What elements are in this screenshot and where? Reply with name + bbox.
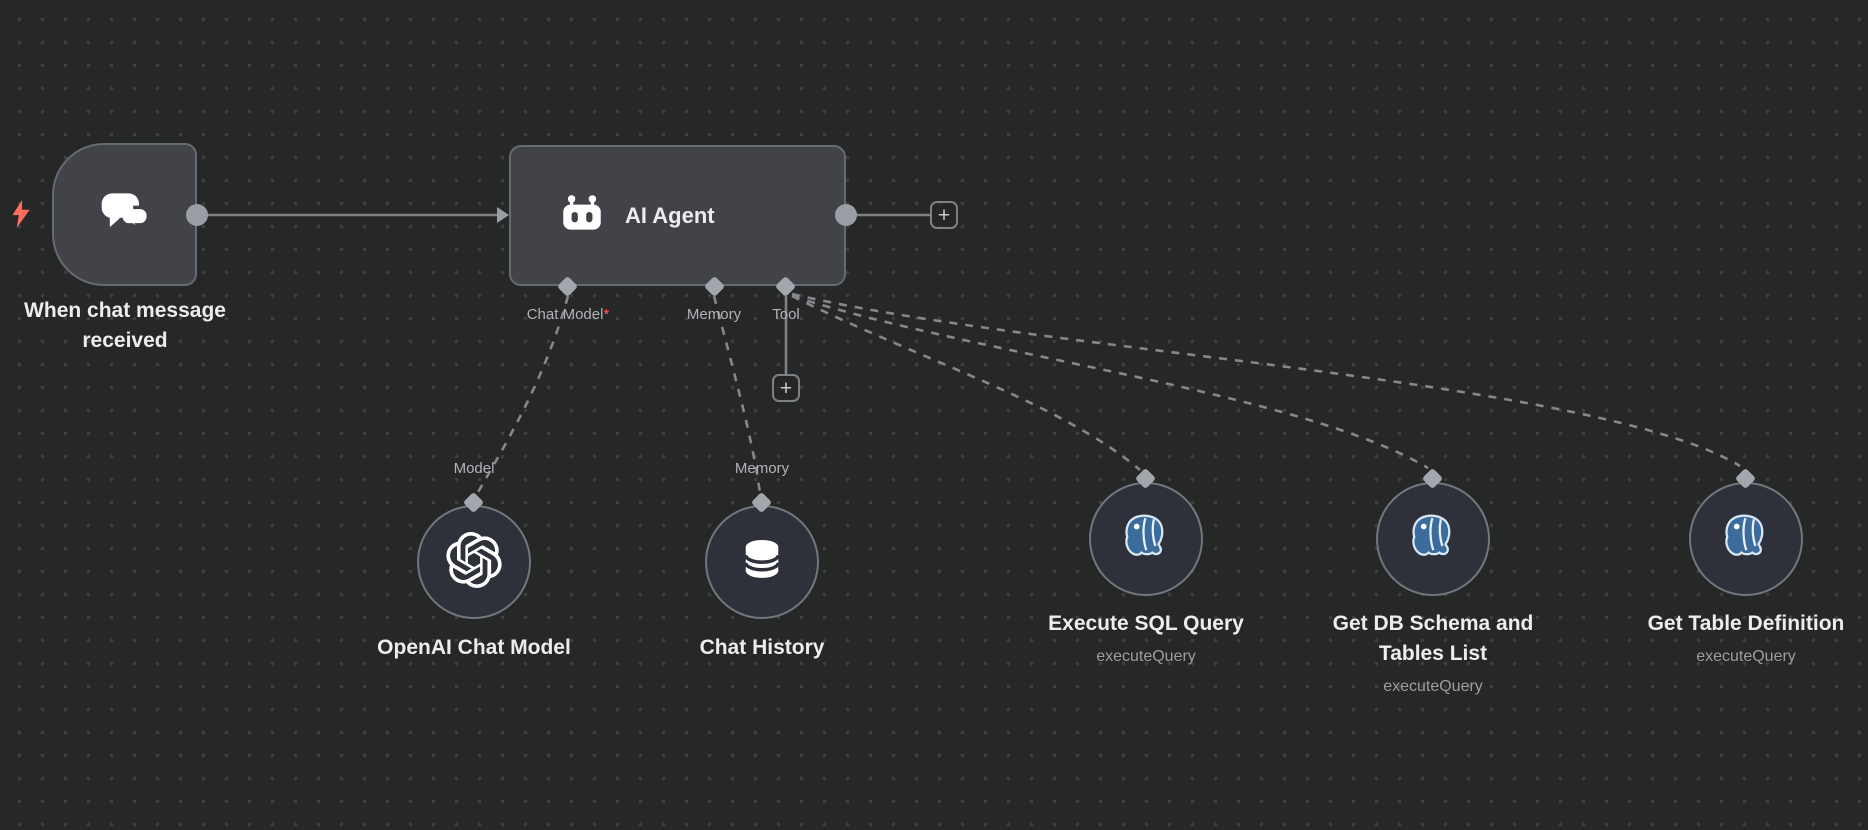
connection-arrowhead (497, 207, 509, 223)
tool2-node-label: Get DB Schema and Tables List (1332, 612, 1534, 665)
tool1-operation-label: executeQuery (1096, 648, 1196, 665)
agent-port-label-chat-model: Chat Model* (526, 306, 610, 323)
tool1-node-label: Execute SQL Query (1048, 612, 1244, 635)
connection-tool-2 (791, 294, 1429, 470)
plus-icon: + (937, 203, 951, 227)
postgres-icon (1406, 510, 1460, 569)
memory-node-label: Chat History (699, 636, 825, 659)
trigger-node-label: When chat message received (24, 299, 226, 352)
model-node-label: OpenAI Chat Model (377, 636, 571, 659)
node-execute-sql-query[interactable] (1089, 482, 1203, 596)
agent-port-label-memory: Memory (686, 306, 742, 323)
node-chat-history[interactable] (705, 505, 819, 619)
agent-output-port[interactable] (835, 204, 857, 226)
tool3-operation-label: executeQuery (1696, 648, 1796, 665)
model-port-label: Model (453, 460, 495, 477)
memory-port-label: Memory (734, 460, 790, 477)
connection-tool-1 (791, 294, 1141, 471)
connection-chatmodel (475, 295, 570, 495)
add-node-button-main[interactable]: + (930, 201, 958, 229)
database-icon (736, 534, 788, 591)
connection-memory (712, 295, 762, 495)
required-marker: * (603, 306, 610, 323)
robot-icon (557, 188, 607, 243)
add-tool-button[interactable]: + (772, 374, 800, 402)
postgres-icon (1119, 510, 1173, 569)
agent-title: AI Agent (625, 202, 715, 228)
node-when-chat-message-received[interactable] (52, 143, 197, 286)
openai-icon (446, 531, 502, 593)
trigger-output-port[interactable] (186, 204, 208, 226)
node-ai-agent[interactable]: AI Agent (509, 145, 846, 286)
plus-icon: + (779, 376, 793, 400)
node-get-db-schema[interactable] (1376, 482, 1490, 596)
connection-tool-3 (791, 292, 1741, 468)
node-openai-chat-model[interactable] (417, 505, 531, 619)
agent-port-label-tool: Tool (772, 306, 800, 323)
chat-bubbles-icon (97, 184, 153, 245)
tool3-node-label: Get Table Definition (1647, 612, 1845, 635)
lightning-icon (10, 200, 32, 233)
tool2-operation-label: executeQuery (1383, 678, 1483, 695)
node-get-table-definition[interactable] (1689, 482, 1803, 596)
postgres-icon (1719, 510, 1773, 569)
